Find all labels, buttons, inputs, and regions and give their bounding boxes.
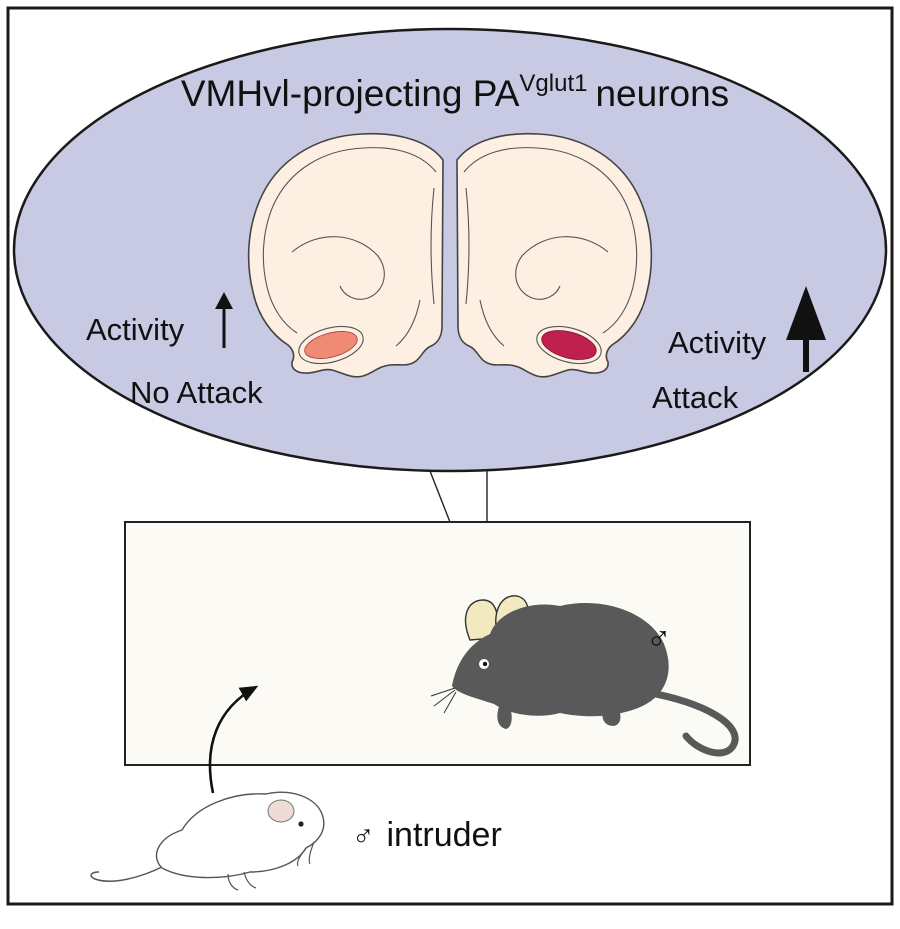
no-attack-label: No Attack	[130, 375, 263, 410]
activity-label-left: Activity	[86, 312, 185, 347]
resident-mouse-tail	[641, 688, 739, 757]
pa-region-attack	[541, 330, 597, 360]
intruder-caption: ♂ intruder	[352, 816, 502, 854]
title-suffix: neurons	[595, 73, 729, 114]
small-up-arrow-icon	[215, 292, 233, 348]
intruder-mouse-ear-icon	[267, 799, 295, 823]
intruder-intro-arrow	[208, 685, 259, 794]
resident-mouse-body	[452, 603, 669, 717]
intruder-mouse-paws	[227, 841, 315, 891]
attack-label: Attack	[652, 380, 739, 415]
resident-mouse-pupil	[482, 661, 488, 667]
resident-mouse-hind-paw	[602, 707, 621, 726]
intruder-mouse	[90, 791, 325, 891]
resident-male-symbol: ♂	[646, 620, 672, 658]
summary-oval	[12, 27, 888, 473]
activity-label-right: Activity	[668, 325, 767, 360]
intruder-mouse-eye	[298, 821, 304, 827]
resident-mouse-whiskers	[430, 687, 457, 714]
intruder-label: intruder	[387, 816, 502, 854]
pa-region-no-attack	[304, 331, 358, 359]
title-superscript: Vglut1	[519, 70, 587, 97]
resident-mouse-front-paw	[497, 704, 512, 729]
figure-border	[6, 6, 894, 906]
resident-mouse	[430, 595, 739, 757]
intruder-male-symbol: ♂	[352, 820, 375, 853]
title-prefix: VMHvl-projecting PA	[181, 73, 520, 114]
intruder-mouse-body	[155, 791, 325, 879]
intruder-mouse-tail	[90, 865, 165, 882]
large-up-arrow-icon	[786, 286, 826, 372]
figure-title: VMHvl-projecting PAVglut1 neurons	[181, 70, 729, 114]
